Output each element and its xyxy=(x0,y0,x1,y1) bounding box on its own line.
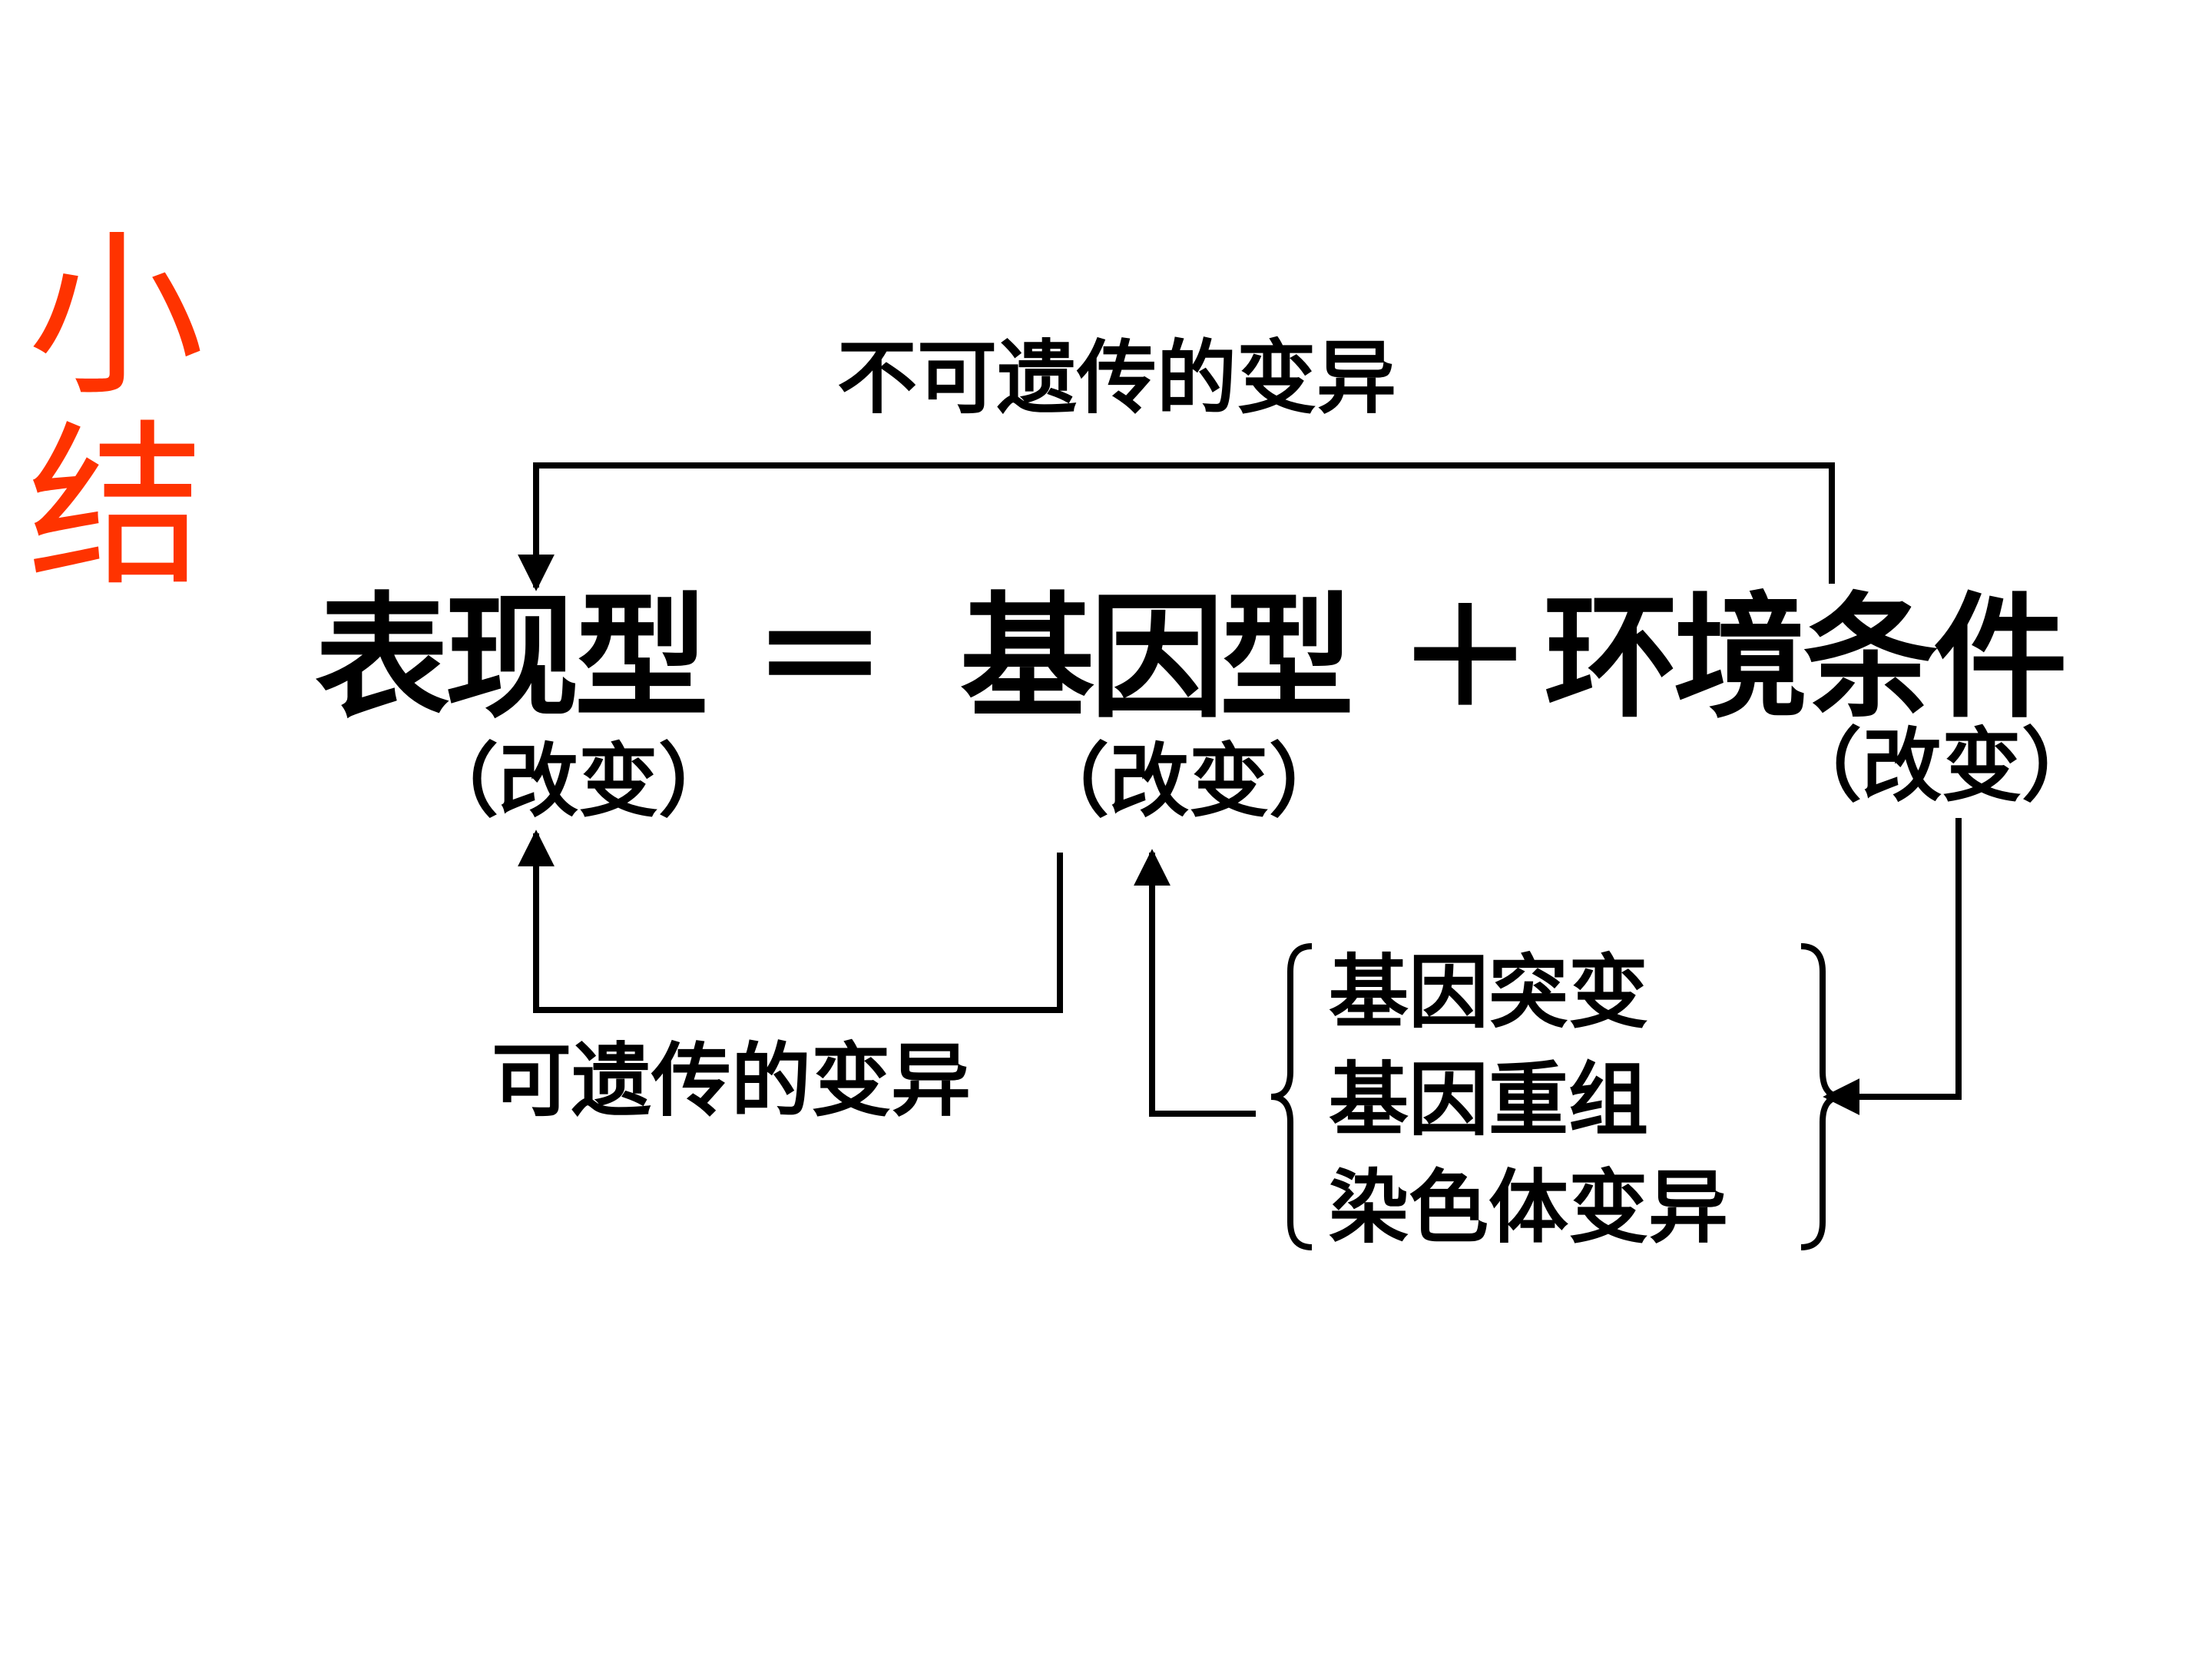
right-curly-brace xyxy=(1800,943,1843,1250)
summary-title: 小结 xyxy=(28,215,205,611)
equation-plus: ＋ xyxy=(1398,581,1532,737)
non-heritable-arrow xyxy=(518,462,1835,591)
environment-change-label: （改变） xyxy=(1782,719,2102,813)
phenotype-change-label: （改变） xyxy=(419,734,739,828)
equation-equals: ＝ xyxy=(753,581,887,737)
genotype-change-label: （改变） xyxy=(1029,734,1349,828)
mechanism-chromosome-variation: 染色体变异 xyxy=(1329,1161,1729,1254)
left-curly-brace xyxy=(1270,943,1313,1250)
heritable-variation-label: 可遗传的变异 xyxy=(492,1034,972,1128)
equation-environment: 环境条件 xyxy=(1544,581,2068,737)
mechanism-to-genotype-arrow xyxy=(1134,849,1256,1117)
heritable-arrow xyxy=(518,830,1063,1013)
environment-to-bracket-arrow xyxy=(1823,818,1962,1115)
equation-phenotype: 表现型 xyxy=(315,581,709,737)
mechanism-gene-mutation: 基因突变 xyxy=(1329,945,1649,1039)
equation-genotype: 基因型 xyxy=(960,581,1354,737)
mechanism-gene-recombination: 基因重组 xyxy=(1329,1053,1649,1147)
non-heritable-variation-label: 不可遗传的变异 xyxy=(837,331,1397,425)
